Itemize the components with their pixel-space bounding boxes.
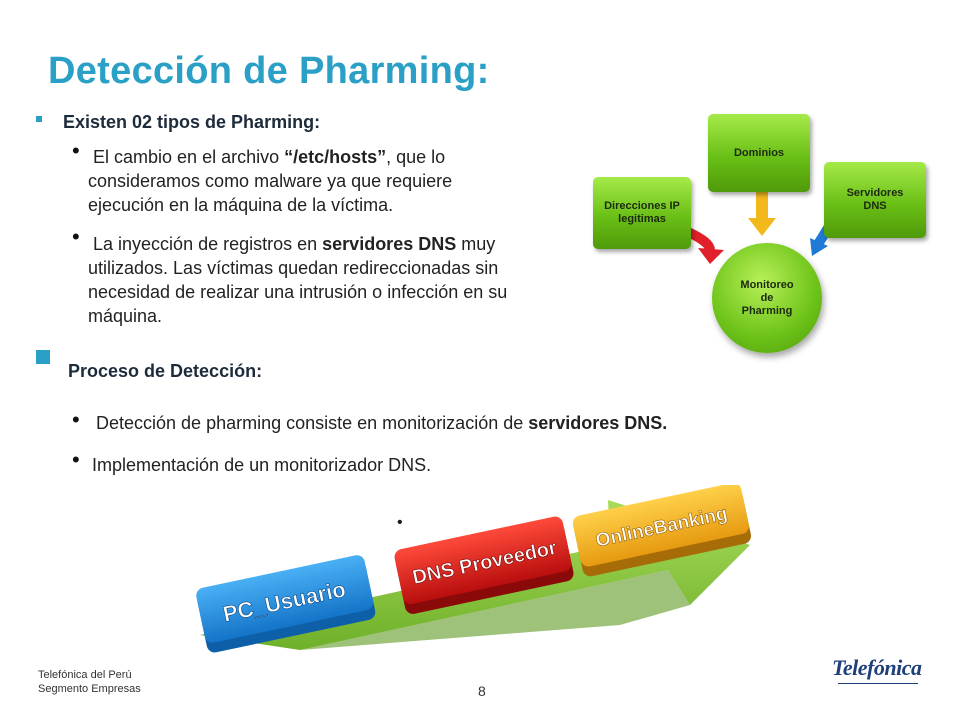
diagram-center-monitoreo: Monitoreo de Pharming — [712, 243, 822, 353]
bullet-icon: • — [72, 447, 80, 472]
bullet-icon: • — [72, 224, 80, 249]
telefonica-logo: Telefónica — [832, 655, 922, 680]
diagram-arrows — [685, 192, 833, 264]
bullet-text-monitorizacion: Detección de pharming consiste en monito… — [96, 413, 668, 433]
page-title: Detección de Pharming: — [48, 50, 490, 92]
step-box-pc-usuario — [196, 555, 374, 643]
diagram-box-servidores: Servidores DNS — [824, 162, 926, 238]
arrow-red-head-icon — [698, 248, 724, 264]
bullet-text-implementacion: Implementación de un monitorizador DNS. — [92, 455, 432, 475]
diagram-box-dominios: Dominios — [708, 114, 810, 192]
step-box-dns-proveedor — [394, 516, 572, 605]
arrow-yellow-icon — [756, 192, 768, 222]
arrow-blue-head-icon — [810, 238, 828, 256]
page-number: 8 — [478, 683, 486, 699]
section-bullet-icon — [36, 116, 42, 122]
bullet-text-dns: La inyección de registros en servidores … — [88, 234, 508, 326]
arrow-yellow-head-icon — [748, 218, 776, 236]
bullet-text-hosts: El cambio en el archivo “/etc/hosts”, qu… — [88, 147, 453, 215]
step-box-onlinebanking — [572, 485, 749, 567]
bullet-icon: • — [72, 138, 80, 163]
bullet-icon: • — [72, 407, 80, 432]
arrow-red-icon — [685, 227, 715, 251]
section-bullet-icon — [36, 350, 50, 364]
logo-underline — [838, 683, 918, 684]
process-graphic: PC_Usuario DNS Proveedor OnlineBanking — [196, 485, 752, 653]
section-heading-proceso: Proceso de Detección: — [68, 361, 263, 381]
footer-company: Telefónica del Perú Segmento Empresas — [38, 669, 141, 695]
stray-bullet-icon: • — [397, 514, 403, 531]
section-heading-tipos: Existen 02 tipos de Pharming: — [63, 112, 321, 132]
diagram-box-ip: Direcciones IP legitimas — [593, 177, 691, 249]
